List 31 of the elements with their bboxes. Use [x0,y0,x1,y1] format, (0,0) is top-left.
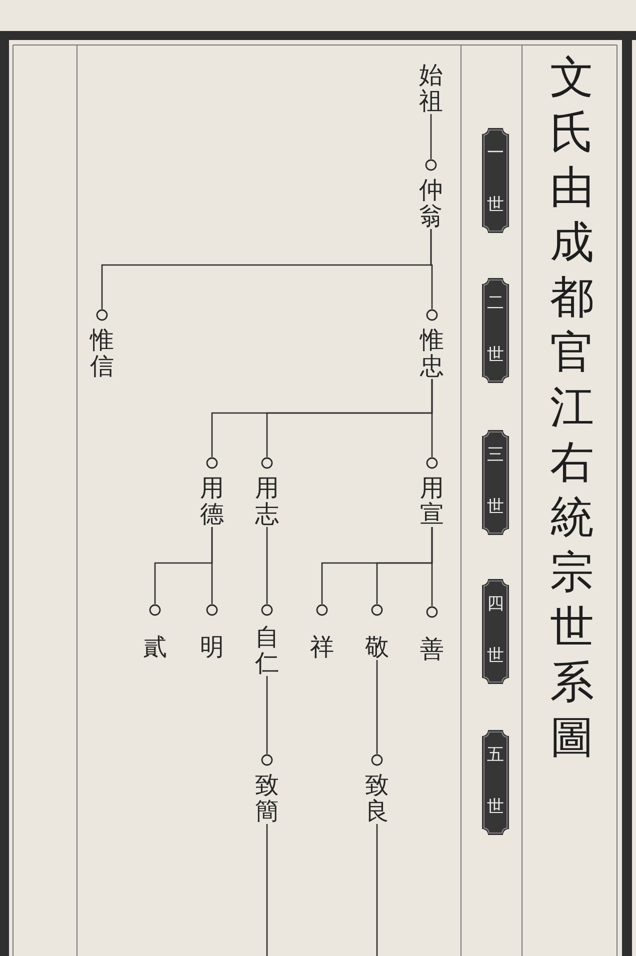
name-text: 用宣 [420,475,444,527]
connector-line [376,824,378,956]
name-text: 明 [200,634,224,660]
name-text: 用志 [255,475,279,527]
connector-line [266,527,268,604]
generation-badge: 二世 [482,278,509,383]
connector-line [154,527,213,604]
name-text: 始祖 [419,62,443,114]
connector-line [211,379,433,457]
connector-line [430,114,432,159]
generation-badge: 四世 [482,579,509,684]
connector-line [376,660,378,754]
name-text: 自仁 [255,624,279,676]
name-text: 敬 [365,634,389,660]
generation-badge: 一世 [482,128,509,233]
name-text: 致簡 [255,772,279,824]
generation-badge: 三世 [482,430,509,535]
name-text: 祥 [310,634,334,660]
generation-badge: 五世 [482,730,509,835]
name-text: 貳 [143,634,167,660]
name-text: 惟忠 [420,327,444,379]
connector-line [101,229,432,309]
name-text: 仲翁 [419,177,443,229]
name-text: 惟信 [90,327,114,379]
connector-line [321,527,433,604]
connector-line [266,824,268,956]
name-text: 致良 [365,772,389,824]
name-text: 用德 [200,475,224,527]
connector-line [266,676,268,754]
title: 文氏由成都官江右統宗世系圖 [550,51,594,765]
name-text: 善 [420,636,444,662]
